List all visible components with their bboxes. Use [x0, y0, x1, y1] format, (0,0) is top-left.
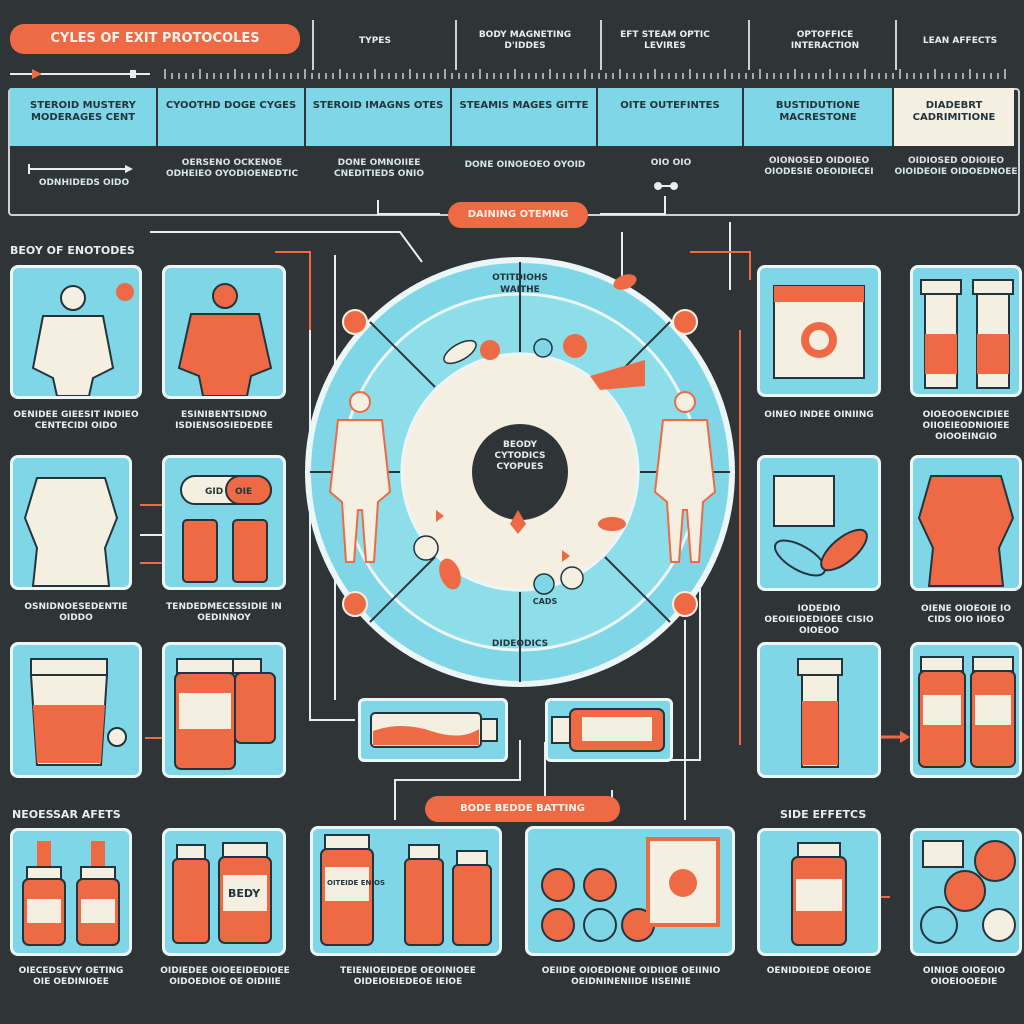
card-bottles-1[interactable] — [162, 642, 286, 778]
tablets-icon — [541, 837, 720, 942]
vial-horizontal[interactable] — [358, 698, 508, 762]
liquid-cup-icon — [29, 658, 127, 766]
sub-cell-4: DONE OINOEOEO OYOID — [464, 160, 586, 170]
bottle-horizontal[interactable] — [545, 698, 673, 762]
bottle-trio-icon: OITEIDE ENIOS — [320, 834, 492, 946]
ring-top-label: OTITDIOHS WAITHE — [492, 273, 548, 295]
card-pills-1[interactable]: GID OIE — [162, 455, 286, 590]
pills-right-icon — [920, 840, 1016, 944]
card-tablets[interactable] — [525, 826, 735, 956]
center-label: BEODY CYTODICS CYOPUES — [494, 440, 546, 472]
ring-small-label: CADS — [532, 597, 558, 606]
lower-center-badge[interactable]: BODE BEDDE BATTING — [425, 796, 620, 822]
center-top-badge[interactable]: DAINING OTEMNG — [448, 202, 588, 228]
card-body-1[interactable] — [10, 265, 142, 399]
bottle-pair-icon — [174, 658, 276, 770]
card-droppers[interactable] — [10, 828, 132, 956]
card-calendar[interactable] — [757, 265, 881, 397]
header-cell-1[interactable]: STEROID MUSTERY MODERAGES CENT — [10, 88, 158, 146]
bottom-caption-1: OIECEDSEVY OETING OIE OEDINIOEE — [18, 966, 124, 987]
bottom-caption-5: OENIDDIEDE OEOIOE — [766, 966, 872, 976]
top-col-1: TYPES — [359, 36, 391, 46]
dot-connector-icon — [654, 182, 678, 190]
left-caption-4: TENDEDMECESSIDIE IN OEDINNOY — [166, 602, 282, 623]
card-cup[interactable] — [10, 642, 142, 778]
sub-cell-7: OIDIOSED ODIOIEO OIOIDEOIE OIDOEDNOEE — [894, 156, 1018, 177]
header-cell-7[interactable]: DIADEBRT CADRIMITIONE — [894, 88, 1014, 146]
bottle-side-icon — [551, 708, 665, 752]
card-pills-right[interactable] — [910, 828, 1022, 956]
cycle-wheel[interactable] — [300, 252, 740, 692]
card-bottle-trio[interactable]: OITEIDE ENIOS — [310, 826, 502, 956]
card-bottle-single[interactable] — [757, 828, 881, 956]
title-pill[interactable]: CYLES OF EXIT PROTOCOLES — [10, 24, 300, 54]
card-body-2[interactable] — [162, 265, 286, 399]
top-col-3: EFT STEAM OPTIC LEVIRES — [620, 30, 710, 51]
header-cell-5[interactable]: OITE OUTEFINTES — [598, 88, 744, 146]
pill-label-left: GID — [205, 487, 223, 497]
single-bottle-icon — [791, 842, 847, 946]
dropper-bottles-icon — [22, 841, 120, 946]
bottom-caption-6: OINIOE OIOEOIO OIOEIOOEDIE — [922, 966, 1006, 987]
top-col-4: OPTOFFICE INTERACTION — [790, 30, 860, 51]
capsule-bottles-icon: GID OIE — [180, 475, 272, 583]
bottles-right-icon — [918, 656, 1016, 768]
sub-cell-3: DONE OMNOIIEE CNEDITIEDS ONIO — [333, 158, 424, 179]
bottom-caption-4: OEIIDE OIOEDIONE OIDIIOE OEIINIO OEIDNIN… — [541, 966, 721, 987]
top-divider-4 — [748, 20, 750, 70]
card-bottle-body[interactable]: BEDY — [162, 828, 286, 956]
top-col-2: BODY MAGNETING D'IDDES — [478, 30, 572, 51]
lower-left-section-title: NEOESSAR AFETS — [12, 808, 121, 821]
sub-cell-1: ODNHIDEDS OIDO — [38, 178, 130, 188]
body-figure-right — [653, 391, 717, 563]
muscle-body-icon — [177, 283, 273, 396]
sub-cell-2: OERSENO OCKENOE ODHEIEO OYODIOENEDTIC — [165, 158, 299, 179]
top-divider-5 — [895, 20, 897, 70]
top-col-5: LEAN AFFECTS — [922, 36, 998, 46]
bottom-caption-2: OIDIEDEE OIOEEIDEDIOEE OIDOEDIOE OE OIDI… — [160, 966, 290, 987]
torso-icon — [23, 477, 119, 587]
right-caption-2: OIOEOOENCIDIEE OIIOEIEODNIOIEE OIOOEINGI… — [922, 410, 1010, 442]
header-cell-4[interactable]: STEAMIS MAGES GITTE — [452, 88, 598, 146]
top-divider-1 — [312, 20, 314, 70]
header-cell-3[interactable]: STEROID IMAGNS OTES — [306, 88, 452, 146]
bottle-label-2: OITEIDE ENIOS — [327, 879, 385, 887]
bottle-body-icon: BEDY — [172, 842, 272, 944]
left-caption-3: OSNIDNOESEDENTIE OIDDO — [24, 602, 128, 623]
capsules-icon — [773, 475, 868, 577]
header-cell-6[interactable]: BUSTIDUTIONE MACRESTONE — [744, 88, 894, 146]
body-outline-icon — [31, 283, 134, 396]
sub-cell-5: OIO OIO — [650, 158, 692, 168]
card-body-3[interactable] — [10, 455, 132, 590]
left-caption-1: OENIDEE GIEESIT INDIEO CENTECIDI OIDO — [13, 410, 139, 431]
header-cell-2[interactable]: CYOOTHD DOGE CYGES — [158, 88, 306, 146]
pill-label-right: OIE — [235, 487, 252, 497]
top-divider-3 — [600, 20, 602, 70]
right-caption-1: OINEO INDEE OINIING — [764, 410, 874, 420]
bottom-caption-3: TEIENIOEIDEDE OEOINIOEE OIDEIOEIEDEOE IE… — [340, 966, 476, 987]
body-figure-left — [328, 391, 392, 563]
right-caption-3: IODEDIO OEOIEIDEDIOEE CISIO OIOEOO — [764, 604, 874, 636]
right-caption-4: OIENE OIOEOIE IO CIDS OIO IIOEO — [920, 604, 1012, 625]
left-section-title: BEOY OF ENOTODES — [10, 244, 135, 257]
lower-right-section-title: SIDE EFFETCS — [780, 808, 867, 821]
muscle-torso-icon — [917, 475, 1015, 587]
big-bottle-label: BEDY — [228, 887, 261, 900]
left-caption-2: ESINIBENTSIDNO ISDIENSOSIEDEDEE — [175, 410, 273, 431]
timeline-ruler[interactable] — [10, 64, 1014, 79]
sub-cell-6: OIONOSED OIDOIEO OIODESIE OEOIDIECEI — [764, 156, 874, 177]
calendar-icon — [773, 285, 865, 379]
card-muscle-torso[interactable] — [910, 455, 1022, 591]
card-tubes[interactable] — [910, 265, 1022, 397]
test-tubes-icon — [920, 279, 1014, 389]
card-tube-single[interactable] — [757, 642, 881, 778]
card-bottles-right[interactable] — [910, 642, 1022, 778]
vial-icon — [370, 712, 498, 748]
top-divider-2 — [455, 20, 457, 70]
range-arrow-icon — [28, 164, 133, 174]
ring-bottom-label: DIDEODICS — [491, 639, 549, 649]
card-capsules[interactable] — [757, 455, 881, 591]
single-tube-icon — [797, 658, 843, 768]
ruler-ticks — [10, 69, 1006, 79]
